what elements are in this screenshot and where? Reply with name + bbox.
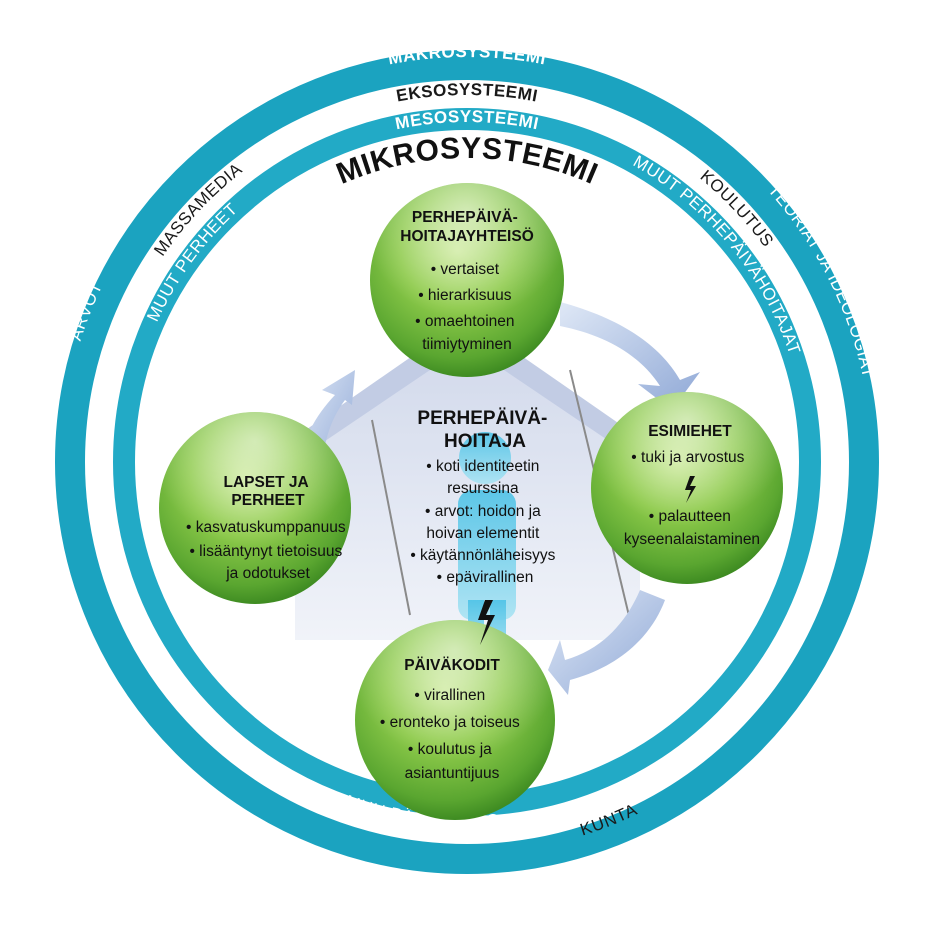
center-items: • koti identiteetin resurssina • arvot: … bbox=[410, 458, 559, 586]
arrow-top-right bbox=[560, 302, 700, 410]
arrow-bottom-right bbox=[548, 590, 665, 695]
yhteiso-title: PERHEPÄIVÄ- HOITAJAYHTEISÖ bbox=[400, 209, 534, 245]
lapset-title: LAPSET JA PERHEET bbox=[223, 474, 312, 509]
node-paivakodit bbox=[355, 620, 555, 820]
esimiehet-items: • tuki ja arvostus • palautteen kyseenal… bbox=[624, 449, 760, 548]
paivakodit-items: • virallinen • eronteko ja toiseus • kou… bbox=[380, 687, 524, 782]
node-lapset-ja-perheet bbox=[159, 412, 351, 604]
makrosysteemi-ring bbox=[55, 50, 879, 874]
eksosysteemi-ring bbox=[86, 81, 848, 843]
lapset-items: • kasvatuskumppanuus • lisääntynyt tieto… bbox=[186, 519, 350, 582]
node-perhepaivahoitajayhteiso bbox=[370, 183, 564, 377]
yhteiso-items: • vertaiset • hierarkisuus • omaehtoinen… bbox=[415, 261, 519, 353]
esimiehet-title: ESIMIEHET bbox=[648, 423, 732, 440]
center-title: PERHEPÄIVÄ- HOITAJA bbox=[417, 408, 552, 452]
tension-bolt-icon bbox=[685, 476, 696, 503]
paivakodit-title: PÄIVÄKODIT bbox=[404, 657, 500, 674]
conflict-bolt-icon bbox=[478, 600, 495, 645]
